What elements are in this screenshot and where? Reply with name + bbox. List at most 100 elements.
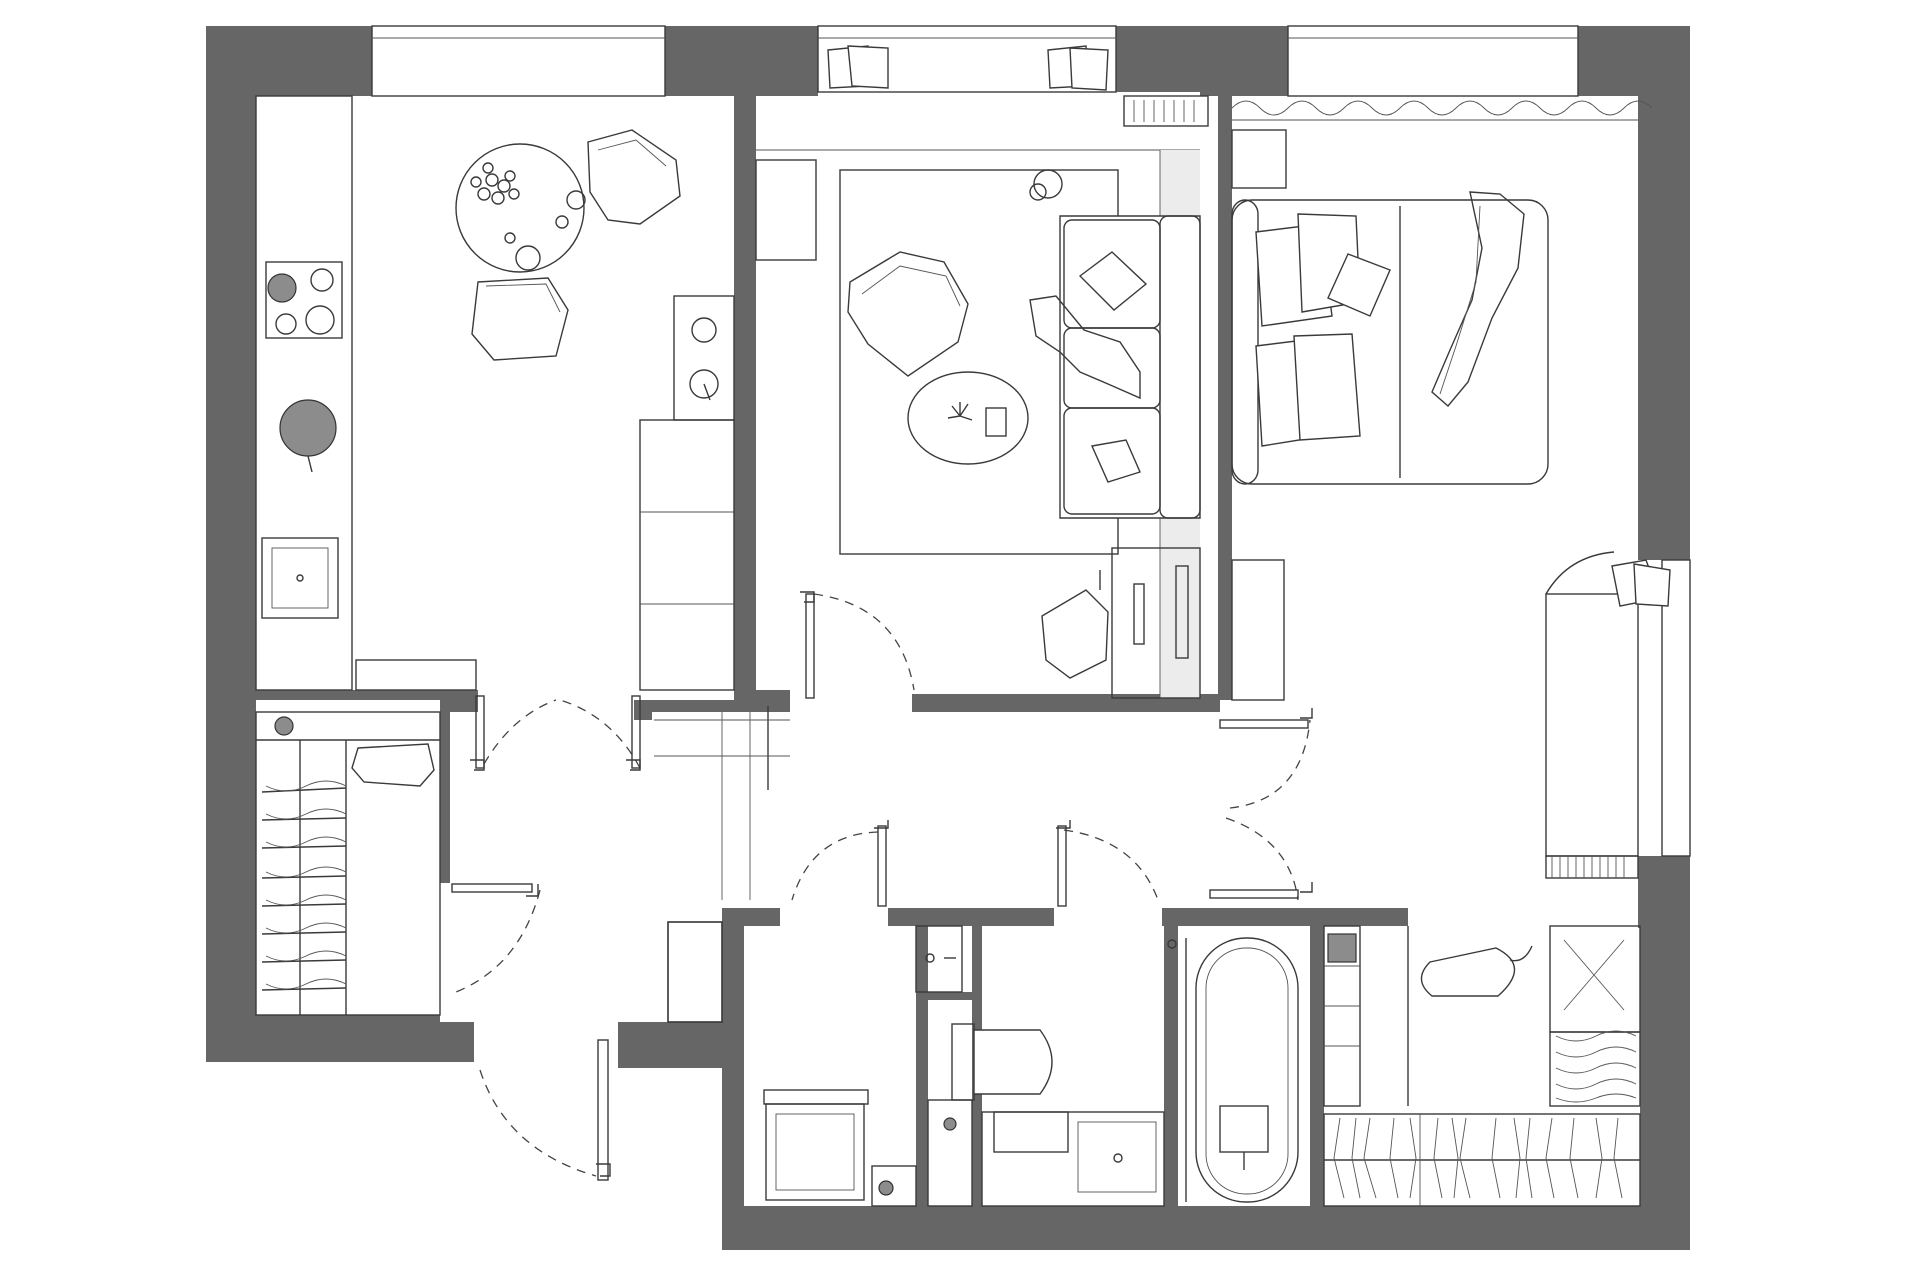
- radiator: [1123, 95, 1209, 127]
- door-leaf: [805, 593, 815, 699]
- door-handle-icon: [470, 591, 1313, 1177]
- kitchen-cabinet: [355, 659, 477, 691]
- plant-icon: [947, 402, 973, 421]
- pillow: [1293, 333, 1361, 441]
- window-living: [817, 25, 1117, 93]
- window-cushions: [827, 45, 1109, 91]
- bedroom-cabinet: [1231, 559, 1285, 701]
- window-seat-cushion: [1633, 563, 1671, 607]
- cushion: [1090, 439, 1141, 483]
- dining-chair: [471, 277, 569, 361]
- wall-bath-top-1: [722, 908, 780, 926]
- wall-wc-left: [916, 926, 928, 1206]
- window-kitchen: [371, 25, 666, 97]
- basin-drain: [1113, 1153, 1123, 1163]
- utility-cabinet: [667, 921, 723, 1023]
- pillow: [1327, 253, 1391, 317]
- living-room: [755, 45, 1209, 699]
- kitchen-counter-column: [673, 295, 735, 421]
- wall-living-bottom-left: [634, 700, 790, 720]
- desk: [1111, 547, 1201, 699]
- wc: [915, 925, 1053, 1207]
- armchair: [847, 251, 969, 377]
- books: [1551, 856, 1625, 878]
- wall-kitchen-living-top: [665, 26, 818, 712]
- door-swing: [813, 593, 915, 691]
- kitchen: [255, 95, 735, 691]
- water-heater: [871, 1165, 917, 1207]
- floor-lamp-base: [1029, 183, 1047, 201]
- bedroom: [1231, 100, 1671, 879]
- kitchen-counter: [255, 95, 353, 691]
- dining-chair-back: [485, 283, 561, 313]
- dining-chair-back: [597, 139, 667, 167]
- appliance-icon: [689, 369, 719, 399]
- armchair-back: [861, 265, 961, 307]
- bath-basin: [1077, 1121, 1157, 1193]
- bath-hook-icon: [1167, 939, 1177, 949]
- window-bedroom: [1287, 25, 1579, 97]
- wall-kitchen-outer: [206, 26, 478, 1062]
- bag-icon: [351, 743, 435, 787]
- kitchen-sink: [261, 537, 339, 619]
- corner-wardrobe-arc: [1545, 551, 1615, 595]
- keyboard: [1133, 583, 1145, 645]
- laundry-counter: [763, 1089, 869, 1105]
- door-swing: [455, 889, 541, 993]
- wardrobe-hall: [255, 711, 441, 1016]
- wc-sink: [915, 925, 963, 993]
- door-swing: [479, 1069, 597, 1177]
- wall-mid-corridor: [618, 1022, 722, 1068]
- plate-icon: [515, 245, 541, 271]
- toilet-flush-cabinet: [927, 1099, 973, 1207]
- walls: [206, 26, 1690, 1250]
- magazine-icon: [985, 407, 1007, 437]
- hanging-clothes: [1333, 1117, 1623, 1199]
- dining-table: [455, 143, 585, 273]
- cutting-board-handle: [307, 455, 313, 473]
- doors: [451, 591, 1313, 1181]
- wall-bath-top-2: [888, 908, 1054, 926]
- radiator-fins: [1133, 100, 1195, 122]
- closet-shelf-unit: [1323, 925, 1361, 1107]
- windows: [371, 25, 1691, 857]
- bathtub: [1195, 937, 1299, 1203]
- door-swing: [483, 699, 557, 765]
- bed-headboard: [1231, 199, 1259, 485]
- bed-throw: [1431, 191, 1525, 407]
- wall-wc-divider: [928, 992, 972, 1000]
- washing-machine-door: [775, 1113, 855, 1191]
- toilet-roll: [943, 1117, 957, 1131]
- office-chair: [1041, 589, 1109, 679]
- appliance-icon-line: [703, 383, 711, 401]
- bath-tray: [1219, 1105, 1269, 1153]
- wardrobe-cabinet: [255, 711, 441, 1016]
- bathtub-inner: [1205, 947, 1289, 1195]
- bathroom: [981, 937, 1299, 1207]
- door-leaf: [631, 695, 641, 769]
- kitchen-counter-right: [639, 419, 735, 691]
- wc-sink-drain: [925, 953, 935, 963]
- throw-fold: [1439, 205, 1481, 395]
- bath-vanity: [981, 1111, 1165, 1207]
- toilet-tank: [951, 1023, 975, 1101]
- hanging-clothes: [261, 780, 347, 991]
- entrance-door-leaf: [597, 1039, 609, 1181]
- water-heater-icon: [878, 1180, 894, 1196]
- door-leaf: [451, 883, 533, 893]
- plate-icon: [504, 232, 516, 244]
- plate-icon: [555, 215, 569, 229]
- hob-burner: [310, 268, 334, 292]
- hall-details: [654, 719, 790, 1023]
- window-seat: [1545, 593, 1639, 857]
- wall-bath-top-3: [1162, 908, 1200, 926]
- sofa-cushion: [1063, 407, 1161, 515]
- hob-burner: [305, 305, 335, 335]
- door-swing: [1229, 719, 1311, 809]
- vanity-cabinet: [993, 1111, 1069, 1153]
- iron-cord: [1509, 945, 1533, 962]
- door-swing: [1063, 829, 1159, 901]
- wall-pier-1: [1116, 26, 1200, 92]
- bedside-table: [1231, 129, 1287, 189]
